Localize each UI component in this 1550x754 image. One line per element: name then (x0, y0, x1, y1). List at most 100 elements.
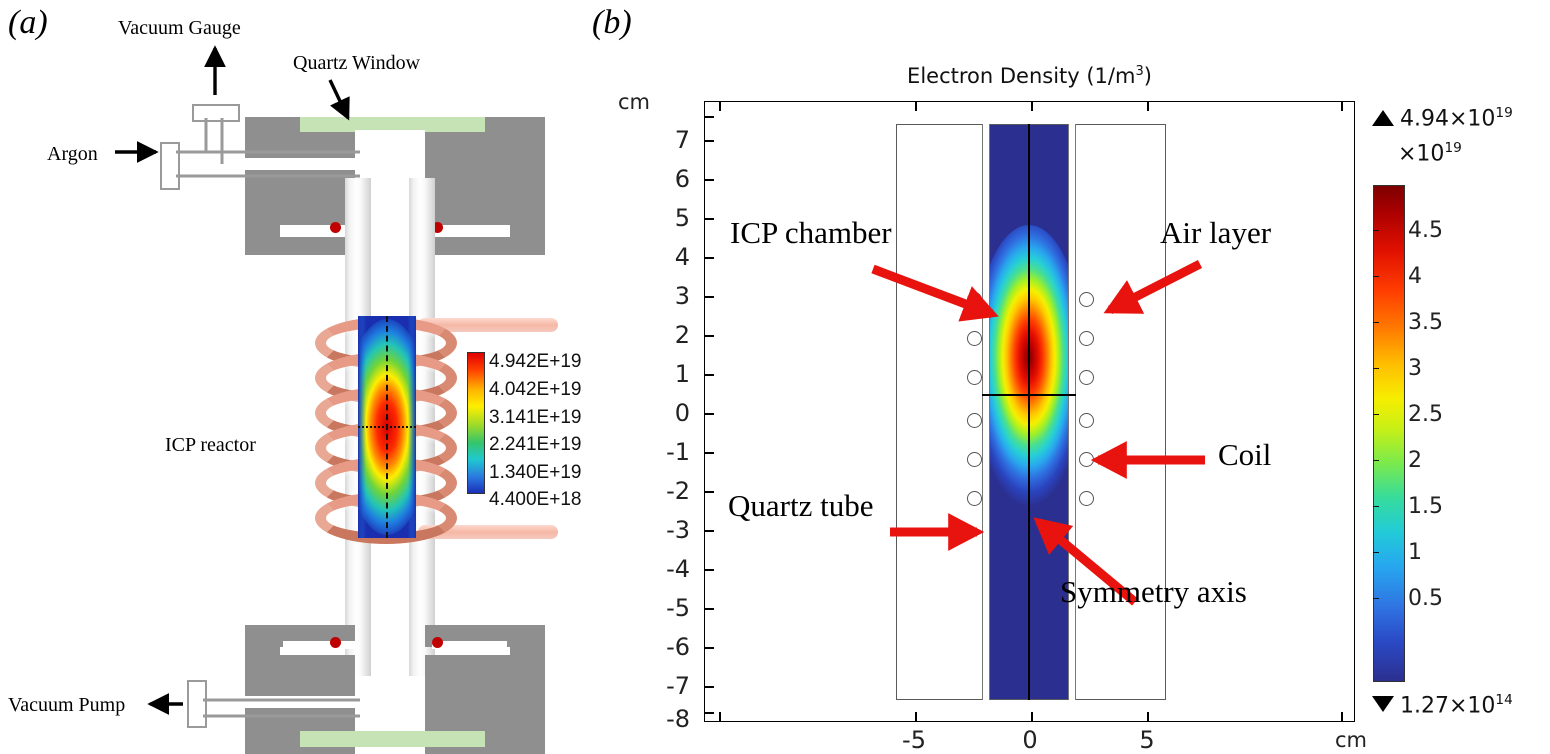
y-tick-m7: -7 (666, 672, 690, 700)
colorbar-tick-label-2: 3.5 (1408, 310, 1443, 335)
vacuum-pump-flange (187, 680, 207, 728)
x-axis-tick (915, 712, 917, 721)
reactor-mid-right-block (425, 170, 545, 225)
colorbar-multiplier: ×10 (1398, 141, 1445, 167)
y-axis-tick (705, 647, 714, 649)
colorbar-tick (1373, 276, 1379, 278)
x-axis-tick (1341, 712, 1343, 721)
x-axis-tick (1147, 712, 1149, 721)
y-axis-tick (705, 374, 714, 376)
y-axis-tick (705, 116, 714, 118)
annotation-air-layer: Air layer (1160, 215, 1272, 250)
colorbar-max-exponent: 19 (1495, 105, 1513, 121)
panel-b-label: (b) (592, 4, 632, 41)
y-tick-5: 5 (674, 204, 690, 232)
quartz-tube-wall-right (1068, 124, 1076, 700)
vacuum-gauge-port (192, 104, 240, 122)
upper-flange-slot-right (432, 227, 507, 235)
upper-flange-slot-left (283, 227, 355, 235)
panel-a-legend-value-4: 1.340E+19 (489, 462, 582, 483)
label-quartz-window: Quartz Window (293, 52, 421, 74)
air-layer-box (896, 124, 1166, 700)
plot-title: Electron Density (1/m3) (704, 64, 1355, 88)
plot-title-exponent: 3 (1135, 64, 1144, 79)
y-axis-tick (705, 296, 714, 298)
y-tick-m6: -6 (666, 633, 690, 661)
annotation-symmetry-axis: Symmetry axis (1060, 574, 1247, 609)
y-tick-2: 2 (674, 321, 690, 349)
colorbar-tick (1373, 460, 1379, 462)
colorbar-min-exponent: 14 (1495, 692, 1513, 708)
colorbar-tick-label-4: 2.5 (1408, 402, 1443, 427)
coil-circle-right-4 (1079, 413, 1094, 428)
y-axis-tick (705, 257, 714, 259)
x-tick-0: 0 (1022, 726, 1038, 754)
y-axis-tick (705, 608, 714, 610)
y-tick-7: 7 (674, 126, 690, 154)
coil-circle-left-4 (967, 413, 982, 428)
o-ring-lower-right (432, 637, 443, 648)
panel-a-density-contour (358, 316, 416, 538)
x-axis-tick (1031, 712, 1033, 721)
coil-circle-right-5 (1079, 452, 1094, 467)
gas-inlet-channel (190, 158, 360, 170)
label-vacuum-pump: Vacuum Pump (8, 694, 126, 716)
y-tick-6: 6 (674, 165, 690, 193)
y-tick-m1: -1 (666, 438, 690, 466)
colorbar-tick-label-7: 1 (1408, 540, 1422, 565)
colorbar-tick (1373, 322, 1379, 324)
colorbar-multiplier-exponent: 19 (1444, 140, 1462, 156)
colorbar-tick-label-0: 4.5 (1408, 218, 1443, 243)
o-ring-upper-left (330, 222, 341, 233)
y-axis-tick (705, 335, 714, 337)
colorbar-min-value: 1.27×10 (1400, 693, 1496, 719)
o-ring-upper-right (432, 222, 443, 233)
coil-circle-right-6 (1079, 491, 1094, 506)
lower-flange-left-tab (245, 638, 280, 660)
quartz-window-top (300, 117, 485, 132)
lower-flange-right-tab (510, 638, 545, 660)
panel-a-axis-horizontal (358, 426, 416, 428)
o-ring-lower-left (330, 637, 341, 648)
x-tick-5: 5 (1139, 726, 1155, 754)
colorbar-tick (1373, 230, 1379, 232)
y-axis-tick (705, 712, 714, 714)
y-axis-tick (705, 530, 714, 532)
colorbar-min-label: 1.27×1014 (1400, 692, 1513, 718)
y-tick-m4: -4 (666, 555, 690, 583)
y-tick-3: 3 (674, 282, 690, 310)
colorbar-tick (1373, 552, 1379, 554)
lower-flange-slot-left (283, 641, 355, 649)
panel-a-legend-value-3: 2.241E+19 (489, 434, 582, 455)
panel-a-legend-value-2: 3.141E+19 (489, 407, 582, 428)
colorbar-tick (1373, 368, 1379, 370)
y-tick-m8: -8 (666, 705, 690, 733)
quartz-window-bottom (300, 731, 485, 747)
panel-a-schematic: (a) (0, 0, 620, 754)
annotation-coil: Coil (1218, 437, 1272, 472)
colorbar-tick-label-1: 4 (1408, 264, 1422, 289)
y-tick-m2: -2 (666, 477, 690, 505)
symmetry-axis-line (1028, 124, 1030, 700)
coil-circle-left-6 (967, 491, 982, 506)
panel-a-legend-value-5: 4.400E+18 (489, 489, 582, 510)
x-axis-tick-top (719, 102, 721, 111)
colorbar-max-label: 4.94×1019 (1400, 105, 1513, 131)
quartz-tube-wall-left (982, 124, 990, 700)
y-axis-tick (705, 452, 714, 454)
y-tick-0: 0 (674, 399, 690, 427)
plot-title-text: Electron Density (1/m (907, 64, 1136, 88)
x-axis-tick-top (915, 102, 917, 111)
coil-circle-right-2 (1079, 331, 1094, 346)
coil-circle-right-3 (1079, 370, 1094, 385)
annotation-icp-chamber: ICP chamber (730, 215, 892, 250)
x-axis-unit: cm (1335, 728, 1368, 752)
colorbar-gradient (1373, 185, 1405, 682)
plot-axes-frame (704, 101, 1355, 722)
x-axis-tick-top (1341, 102, 1343, 111)
x-axis-tick-top (1031, 102, 1033, 111)
colorbar-max-value: 4.94×10 (1400, 106, 1496, 132)
coil-circle-left-3 (967, 370, 982, 385)
panel-a-legend-value-0: 4.942E+19 (489, 351, 582, 372)
colorbar-tick (1373, 598, 1379, 600)
